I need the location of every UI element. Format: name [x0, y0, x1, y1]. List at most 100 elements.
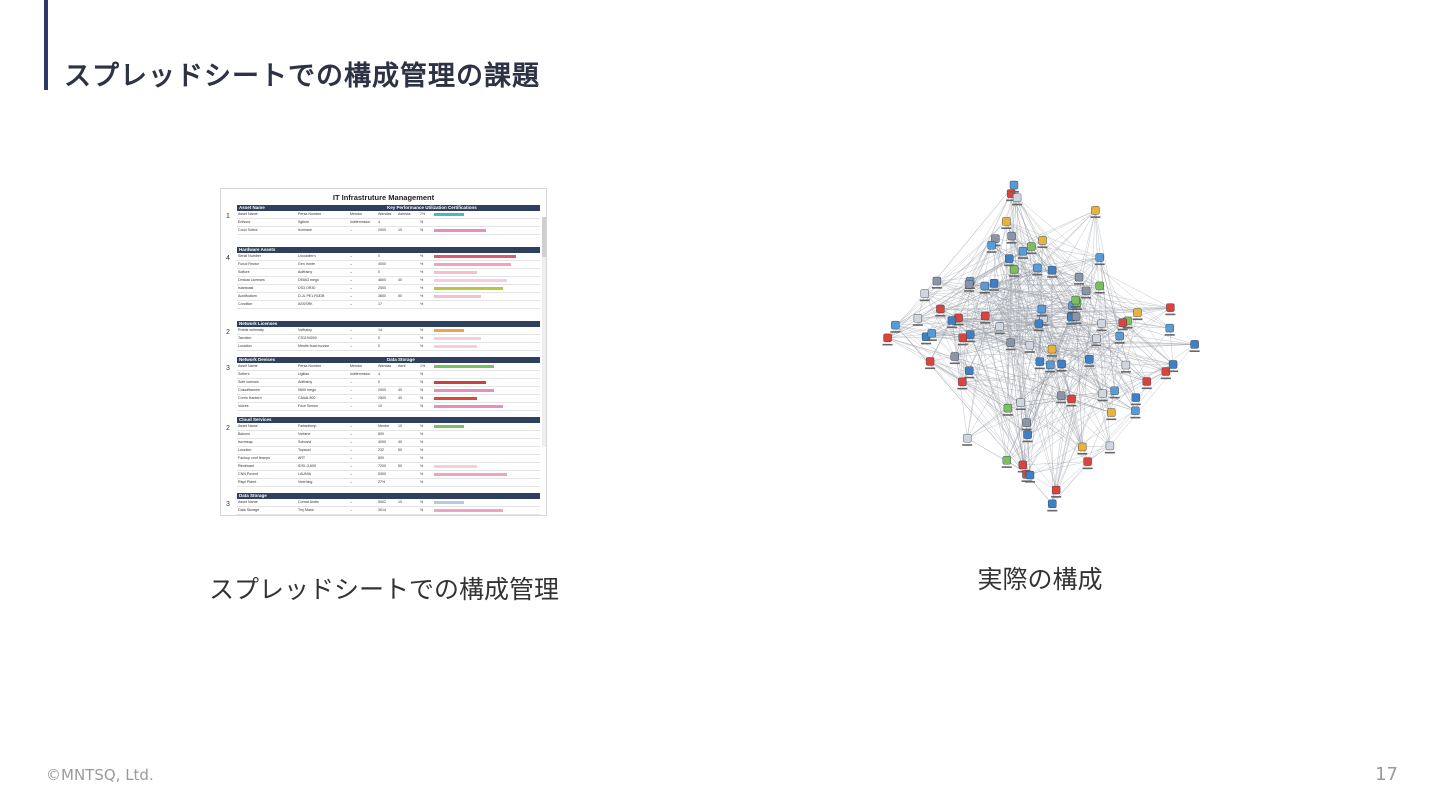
- sheet-cell: ART: [298, 456, 306, 460]
- sheet-cell: [398, 431, 420, 438]
- sheet-cell: [398, 455, 420, 462]
- network-node-shape: [1098, 389, 1107, 398]
- sheet-cell: %: [420, 328, 424, 332]
- sheet-cell: 17: [378, 302, 382, 306]
- network-edge: [1016, 197, 1077, 317]
- network-node-label-mark: [882, 343, 893, 346]
- network-edge: [1051, 344, 1195, 350]
- network-node-icon: [1097, 389, 1108, 402]
- sheet-cell: Fachup conf linseps: [238, 456, 270, 460]
- sheet-cell: %: [420, 508, 424, 512]
- network-edge: [895, 221, 1007, 326]
- sheet-cell: 96: [378, 515, 398, 516]
- utilization-bar: [434, 365, 495, 368]
- network-edge: [993, 184, 1015, 284]
- network-node-icon: [964, 366, 975, 379]
- sheet-cell: %: [420, 456, 424, 460]
- sheet-cell: –: [350, 302, 352, 306]
- network-edge: [962, 364, 1126, 383]
- network-edge: [1010, 270, 1053, 343]
- network-edge: [985, 290, 1087, 317]
- utilization-bar: [434, 287, 503, 290]
- sheet-cell: %: [420, 344, 424, 348]
- network-node-shape: [1037, 304, 1047, 314]
- sheet-cell: Fece Sinnes: [298, 404, 318, 408]
- sheet-cell: 40: [398, 440, 402, 444]
- network-node-shape: [1038, 236, 1047, 245]
- sheet-cell: –: [350, 294, 352, 298]
- utilization-bar: [434, 271, 477, 274]
- sheet-cell: 4: [378, 372, 380, 376]
- network-node-label-mark: [1047, 355, 1058, 357]
- sheet-cell: Islantoast: [238, 286, 254, 290]
- network-node-icon: [912, 314, 923, 326]
- network-node-label-mark: [1017, 257, 1028, 259]
- network-node-label-mark: [965, 340, 976, 343]
- network-edge: [1011, 236, 1031, 346]
- network-edge: [940, 285, 1100, 310]
- network-node-shape: [1051, 485, 1061, 495]
- sheet-cell: Sgitme: [298, 220, 310, 224]
- network-node-icon: [890, 320, 901, 333]
- network-node-label-mark: [1189, 350, 1200, 352]
- network-node-icon: [964, 279, 975, 292]
- network-node-shape: [1018, 460, 1028, 470]
- sheet-cell: [398, 261, 420, 268]
- network-edge: [999, 326, 1115, 391]
- network-edge: [999, 267, 1038, 327]
- sheet-cell: Cornat Andts: [298, 500, 319, 504]
- network-node-icon: [957, 333, 968, 346]
- network-edge: [1055, 285, 1100, 491]
- network-edge: [951, 320, 1031, 476]
- sheet-cell: Corol Sofice: [238, 228, 258, 232]
- network-edge: [936, 210, 1096, 282]
- sheet-cell: Aoffrainy: [298, 380, 313, 384]
- sheet-cell: %: [420, 380, 424, 384]
- sheet-cell: 40: [398, 278, 402, 282]
- network-edge: [895, 245, 992, 326]
- sheet-cell: 50: [398, 294, 402, 298]
- sheet-bar-cell: [432, 269, 540, 276]
- sheet-cell: 232: [378, 448, 384, 452]
- sheet-cell: Vortane: [298, 432, 311, 436]
- network-edge: [1099, 257, 1115, 391]
- network-edge: [930, 361, 1008, 409]
- sheet-cell: CS1194000: [298, 336, 317, 340]
- sheet-cell: Voffrainy: [298, 328, 312, 332]
- sheet-cell: [398, 507, 420, 514]
- network-node-shape: [1095, 253, 1104, 262]
- network-node-shape: [964, 279, 974, 289]
- sheet-cell: 10: [398, 424, 402, 428]
- network-node-shape: [1047, 265, 1057, 275]
- utilization-bar: [434, 213, 465, 216]
- network-edge: [1016, 197, 1170, 329]
- sheet-cell: Indifenmsion: [350, 372, 371, 376]
- network-node-label-mark: [1084, 365, 1095, 367]
- network-edge: [970, 245, 992, 335]
- network-node-label-mark: [1037, 246, 1048, 249]
- spreadsheet-title: IT Infrastruture Management: [332, 193, 435, 202]
- sheet-section-number: 3: [226, 501, 230, 508]
- sheet-cell: 7200: [378, 464, 386, 468]
- network-edge: [1010, 193, 1080, 278]
- network-node-label-mark: [1056, 401, 1067, 404]
- network-node-icon: [994, 322, 1005, 335]
- sheet-cell: –: [350, 432, 352, 436]
- network-edge: [967, 316, 986, 439]
- network-node-label-mark: [1056, 369, 1067, 372]
- sheet-cell: CFUDA N502: [298, 515, 350, 516]
- sheet-cell: Locztion: [238, 448, 252, 452]
- spreadsheet-scroll-thumb: [542, 217, 546, 257]
- network-node-icon: [1006, 231, 1017, 244]
- network-edge: [951, 320, 963, 382]
- sheet-cell: 14: [378, 328, 382, 332]
- sheet-bar-cell: [432, 379, 540, 386]
- sheet-cell: D-JL PE1 RUDB: [298, 294, 325, 298]
- network-node-label-mark: [1130, 403, 1141, 406]
- sheet-kpi-header: Data Storage: [387, 357, 415, 362]
- network-node-shape: [1110, 386, 1119, 395]
